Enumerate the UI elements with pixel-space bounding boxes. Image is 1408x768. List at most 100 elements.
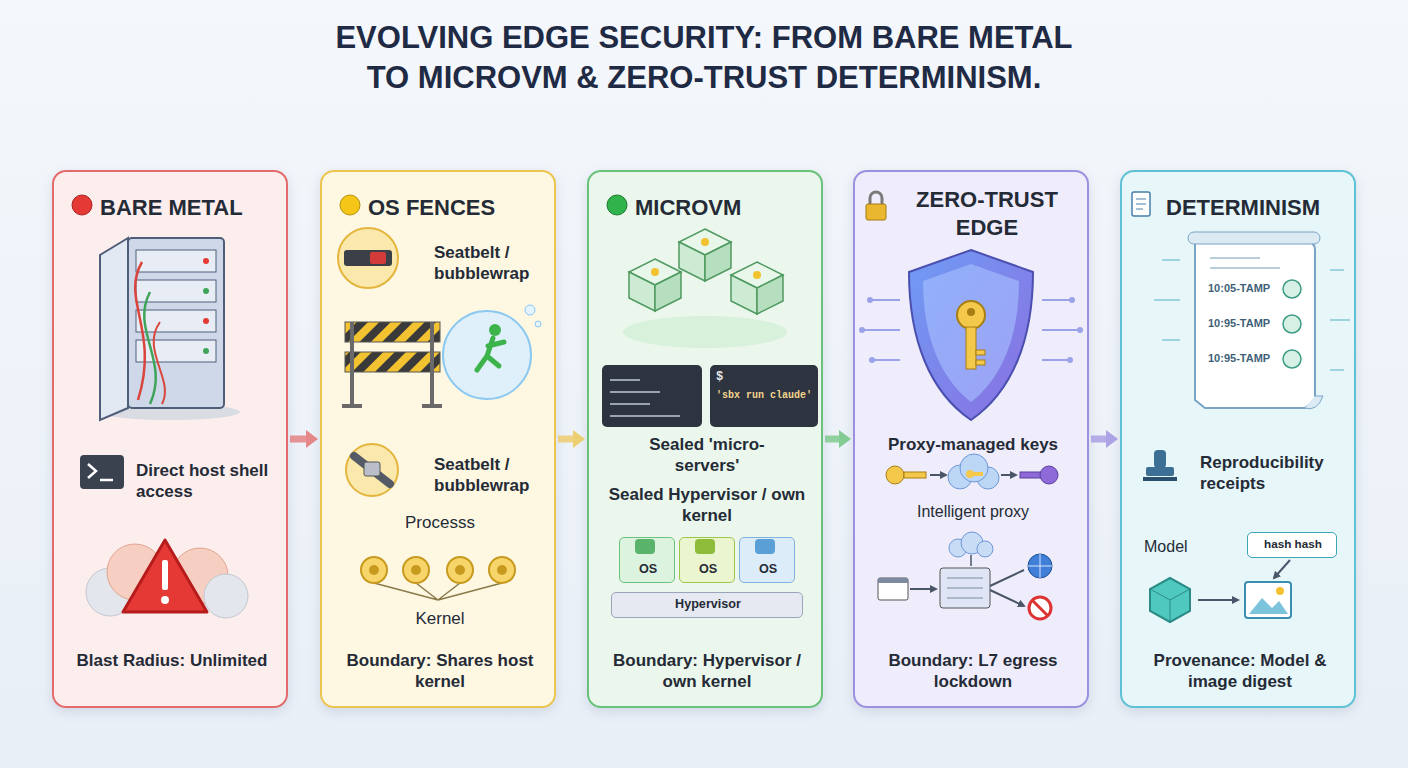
panel-heading: MICROVM [635,194,815,222]
body-text: Sealed Hypervisor / own kernel [607,484,807,527]
timestamp: 10:05-TAMP [1208,282,1284,295]
receipt [1154,260,1350,370]
model-provenance [1274,560,1290,578]
server-rack [100,404,240,420]
vm-cubes [629,272,655,311]
process-dots [497,565,507,575]
egress-diagram [1032,600,1048,616]
os-box: OS [739,537,795,583]
scroll-icon [1136,199,1146,209]
terminal-window [710,365,818,427]
receipt [1188,232,1320,244]
vm-cubes [679,229,731,255]
explosion-warning [123,540,207,612]
box-label: hash hash [1248,537,1338,552]
stage-panel: MICROVMSealed 'micro-servers'Sealed Hype… [587,170,823,708]
egress-diagram [878,578,908,600]
seatbelt-icon [346,444,398,496]
stage-arrow [290,436,306,443]
barrier [345,352,440,372]
os-box: OS [679,537,735,583]
receipt [1283,350,1301,368]
os-icon [635,539,775,554]
status-icon [607,195,627,215]
vm-cubes [701,238,709,246]
receipt [1210,258,1280,268]
explosion-warning [86,540,248,618]
egress-diagram [940,568,990,608]
shield-key [957,301,985,329]
vm-cubes [757,275,783,314]
status-icon [340,195,360,215]
egress-diagram [977,541,993,557]
diagram-title: EVOLVING EDGE SECURITY: FROM BARE METAL … [154,18,1254,99]
key-proxy-flow [904,472,926,478]
status-icon [607,195,627,215]
body-text: Intelligent proxy [873,502,1073,522]
terminal-icon [100,479,113,482]
server-rack [100,238,128,420]
vm-cubes [705,242,731,281]
body-text: Model [1144,537,1214,557]
explosion-warning [107,544,163,600]
receipt [1283,315,1301,333]
shield-key [1067,357,1073,363]
panel-heading: BARE METAL [100,194,280,222]
server-rack [136,250,216,272]
timestamp: 10:95-TAMP [1208,317,1284,330]
barrier [345,322,440,342]
os-box: OS [619,537,675,583]
lock-icon [870,192,882,205]
status-icon [72,195,92,215]
server-rack [136,310,216,332]
hash-box: hash hash [1247,532,1337,558]
explosion-warning [162,560,168,590]
server-rack [136,340,216,362]
terminal-window [610,380,680,416]
seatbelt-icon [344,250,392,266]
stage-panel: OS FENCESSeatbelt / bubblewrapSeatbelt /… [320,170,556,708]
egress-diagram [970,555,972,566]
boundary-text: Blast Radius: Unlimited [72,650,272,671]
egress-diagram [1029,597,1051,619]
box-label: OS [680,562,736,578]
model-provenance [1150,589,1190,622]
lock-icon [866,204,886,220]
terminal-icon [88,464,96,478]
explosion-warning [86,568,134,616]
key-proxy-flow [966,470,974,478]
seatbelt-icon [338,228,398,288]
egress-diagram [910,588,936,590]
server-rack [144,292,156,404]
server-rack [135,262,145,400]
egress-diagram [878,578,908,583]
body-text: Seatbelt / bubblewrap [434,242,552,285]
model-provenance [1150,578,1190,622]
process-dots [403,557,429,583]
shield-key [976,350,985,355]
panel-heading: DETERMINISM [1166,194,1351,222]
body-text: Proxy-managed keys [873,434,1073,455]
model-provenance [1276,587,1284,595]
bubble-runner [525,305,535,315]
shield-key [966,327,976,369]
key-proxy-flow [948,465,972,489]
shield-key [867,297,873,303]
shield-key [1069,297,1075,303]
scroll-icon [1132,192,1150,216]
os-icon [695,539,715,554]
hypervisor-box: Hypervisor [611,592,803,618]
key-proxy-flow [977,467,999,489]
shield-key [859,327,865,333]
shield-key [1077,327,1083,333]
box-label: OS [740,562,796,578]
body-text: Seatbelt / bubblewrap [434,454,552,497]
server-rack [128,238,224,408]
os-icon [755,539,775,554]
server-rack [136,280,216,302]
server-rack [203,288,209,294]
process-dots [374,583,502,600]
bubble-runner [443,305,541,399]
stage-panel: DETERMINISMReproducibility receiptsModel… [1120,170,1356,708]
